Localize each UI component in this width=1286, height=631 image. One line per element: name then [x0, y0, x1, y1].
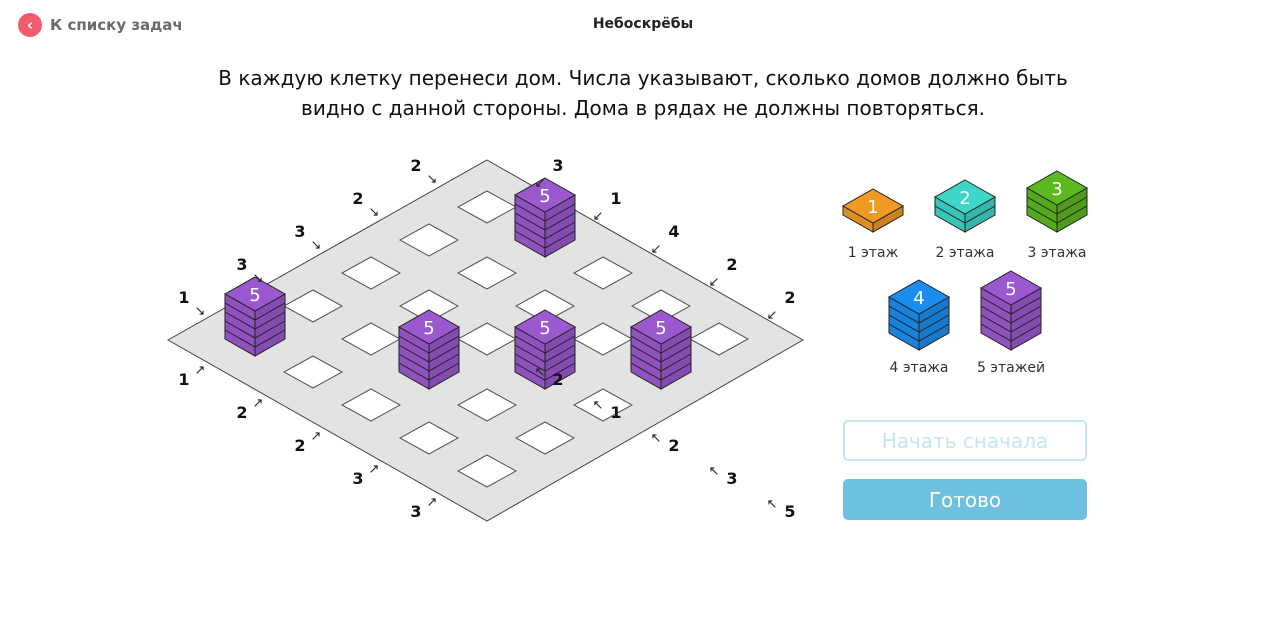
palette-house-5[interactable]: 5 — [979, 270, 1043, 351]
restart-button[interactable]: Начать сначала — [843, 420, 1087, 461]
arrow-icon: ↘ — [311, 238, 322, 253]
arrow-icon: ↘ — [195, 304, 206, 319]
clue-number: 3 — [410, 502, 421, 521]
arrow-icon: ↖ — [651, 431, 662, 446]
house-floor-number: 5 — [1005, 279, 1016, 300]
house-floor-number: 5 — [423, 318, 434, 339]
arrow-icon: ↗ — [369, 462, 380, 477]
clue-number: 2 — [784, 288, 795, 307]
arrow-icon: ↖ — [535, 365, 546, 380]
back-to-tasks-link[interactable]: ‹ К списку задач — [18, 13, 183, 37]
arrow-icon: ↖ — [709, 464, 720, 479]
house-floor-number: 5 — [249, 285, 260, 306]
board-cell[interactable] — [340, 388, 402, 422]
board-cell[interactable] — [572, 388, 634, 422]
board-cell[interactable] — [398, 421, 460, 455]
page-title: Небоскрёбы — [592, 16, 694, 32]
clue-number: 3 — [552, 156, 563, 175]
instructions: В каждую клетку перенеси дом. Числа указ… — [0, 63, 1286, 123]
house-floor-number: 4 — [913, 288, 924, 309]
done-button[interactable]: Готово — [843, 479, 1087, 520]
board-cell[interactable] — [572, 256, 634, 290]
board-cell[interactable] — [456, 256, 518, 290]
house-floor-number: 3 — [1051, 179, 1062, 200]
palette-label: 2 этажа — [936, 245, 995, 261]
board-cell[interactable] — [456, 190, 518, 224]
arrow-icon: ↖ — [767, 497, 778, 512]
clue-number: 1 — [610, 403, 621, 422]
board-cell[interactable] — [282, 355, 344, 389]
clue-number: 1 — [178, 370, 189, 389]
clue-number: 3 — [294, 222, 305, 241]
clue-number: 1 — [178, 288, 189, 307]
palette-house-4[interactable]: 4 — [887, 279, 951, 351]
palette-house-2[interactable]: 2 — [933, 179, 997, 233]
palette-house-3[interactable]: 3 — [1025, 170, 1089, 233]
board-cell[interactable] — [282, 289, 344, 323]
clue-number: 2 — [668, 436, 679, 455]
arrow-icon: ↙ — [767, 308, 778, 323]
clue-number: 3 — [352, 469, 363, 488]
board-cell[interactable] — [456, 388, 518, 422]
back-label: К списку задач — [50, 16, 183, 34]
clue-number: 3 — [236, 255, 247, 274]
board-cell[interactable] — [398, 223, 460, 257]
placed-house[interactable]: 5 — [513, 309, 577, 390]
arrow-icon: ↘ — [253, 271, 264, 286]
clue-number: 2 — [294, 436, 305, 455]
clue-number: 2 — [410, 156, 421, 175]
arrow-icon: ↙ — [593, 209, 604, 224]
instruction-line: видно с данной стороны. Дома в рядах не … — [301, 96, 985, 120]
clue-number: 4 — [668, 222, 679, 241]
arrow-icon: ↙ — [651, 242, 662, 257]
board-cell[interactable] — [572, 322, 634, 356]
arrow-icon: ↘ — [369, 205, 380, 220]
clue-number: 2 — [352, 189, 363, 208]
board-cell[interactable] — [456, 322, 518, 356]
placed-house[interactable]: 5 — [397, 309, 461, 390]
arrow-icon: ↖ — [593, 398, 604, 413]
board-cell[interactable] — [514, 421, 576, 455]
arrow-icon: ↗ — [253, 396, 264, 411]
clue-number: 5 — [784, 502, 795, 521]
house-floor-number: 5 — [655, 318, 666, 339]
board-cell[interactable] — [340, 322, 402, 356]
chevron-left-icon: ‹ — [18, 13, 42, 37]
palette-house-1[interactable]: 1 — [841, 188, 905, 233]
board-cell[interactable] — [340, 256, 402, 290]
palette-label: 3 этажа — [1028, 245, 1087, 261]
house-floor-number: 1 — [867, 197, 878, 218]
clue-number: 2 — [726, 255, 737, 274]
arrow-icon: ↗ — [427, 495, 438, 510]
arrow-icon: ↗ — [311, 429, 322, 444]
palette-label: 5 этажей — [977, 360, 1045, 376]
clue-number: 3 — [726, 469, 737, 488]
clue-number: 2 — [552, 370, 563, 389]
house-floor-number: 2 — [959, 188, 970, 209]
placed-house[interactable]: 5 — [513, 177, 577, 258]
house-floor-number: 5 — [539, 186, 550, 207]
palette-label: 4 этажа — [890, 360, 949, 376]
palette-label: 1 этаж — [848, 245, 899, 261]
placed-house[interactable]: 5 — [629, 309, 693, 390]
instruction-line: В каждую клетку перенеси дом. Числа указ… — [218, 66, 1068, 90]
board-cell[interactable] — [688, 322, 750, 356]
house-floor-number: 5 — [539, 318, 550, 339]
arrow-icon: ↙ — [535, 176, 546, 191]
arrow-icon: ↘ — [427, 172, 438, 187]
arrow-icon: ↙ — [709, 275, 720, 290]
board-cell[interactable] — [456, 454, 518, 488]
clue-number: 1 — [610, 189, 621, 208]
arrow-icon: ↗ — [195, 363, 206, 378]
clue-number: 2 — [236, 403, 247, 422]
placed-house[interactable]: 5 — [223, 276, 287, 357]
